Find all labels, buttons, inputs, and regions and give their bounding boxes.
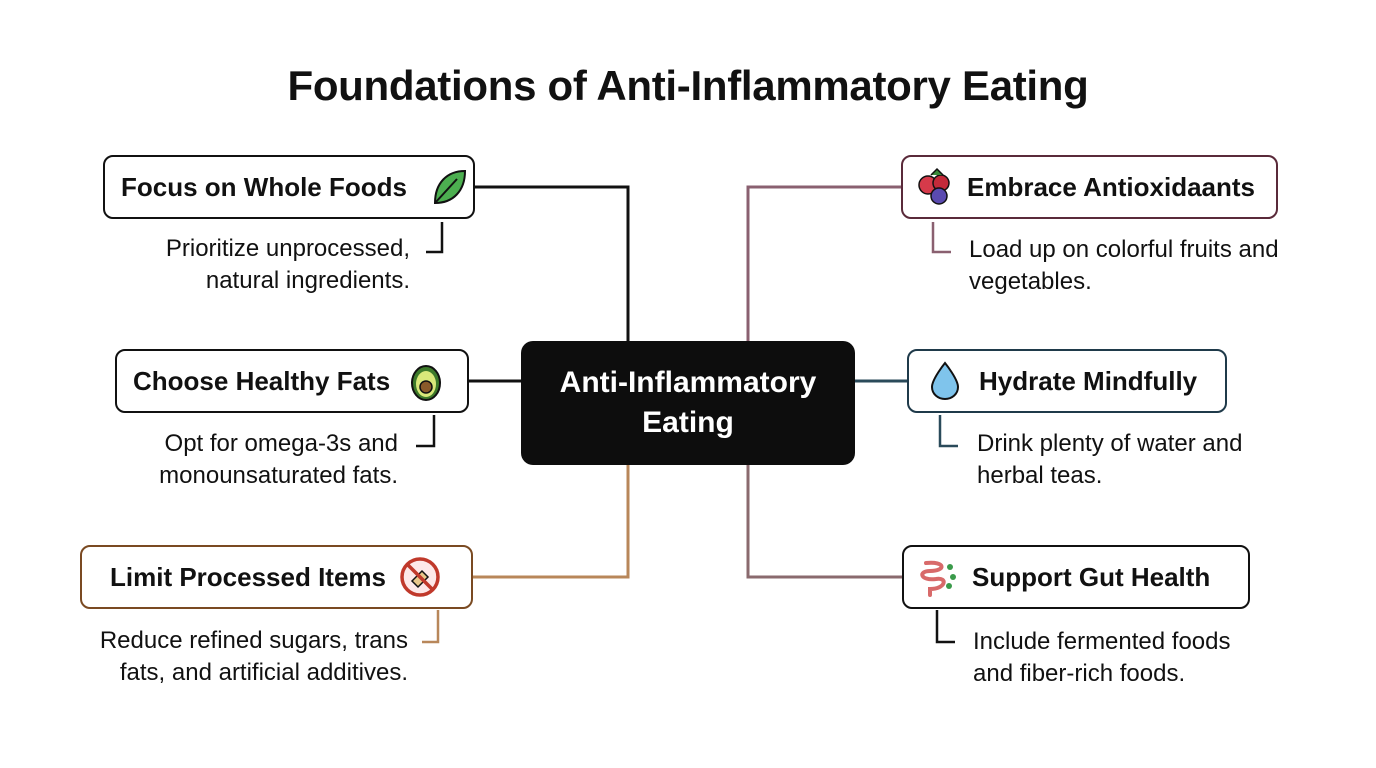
node-processed-label: Limit Processed Items — [110, 561, 386, 592]
connector-gut — [746, 465, 902, 579]
connector-antioxidants — [746, 185, 901, 341]
avocado-icon — [404, 359, 448, 403]
leaf-icon — [427, 165, 471, 209]
connector-antioxidants-desc — [931, 222, 951, 254]
connector-hydrate-desc — [938, 415, 958, 448]
center-label: Anti-Inflammatory Eating — [559, 366, 817, 439]
no-processed-food-icon — [398, 555, 442, 599]
node-antioxidants: Embrace Antioxidaants — [901, 155, 1278, 219]
node-processed: Limit Processed Items — [80, 545, 473, 609]
node-healthy-fats: Choose Healthy Fats — [115, 349, 469, 413]
page-title: Foundations of Anti-Inflammatory Eating — [287, 62, 1089, 109]
node-healthy-fats-label: Choose Healthy Fats — [133, 365, 391, 396]
desc-processed: Reduce refined sugars, trans fats, and a… — [100, 625, 408, 689]
desc-whole-foods-line-1: Prioritize unprocessed, — [165, 235, 410, 262]
connector-processed-desc — [422, 610, 440, 644]
berries-icon — [913, 165, 957, 209]
connector-healthy-fats-desc — [416, 415, 436, 448]
desc-whole-foods-line-2: natural ingredients. — [205, 267, 410, 294]
water-drop-icon — [923, 359, 967, 403]
desc-antioxidants-line-2: vegetables. — [969, 268, 1092, 295]
connector-processed — [473, 465, 630, 579]
desc-healthy-fats: Opt for omega-3s and monounsaturated fat… — [159, 428, 398, 492]
desc-hydrate: Drink plenty of water and herbal teas. — [977, 428, 1242, 492]
node-antioxidants-label: Embrace Antioxidaants — [967, 171, 1256, 202]
desc-hydrate-line-2: herbal teas. — [977, 462, 1103, 489]
desc-healthy-fats-line-1: Opt for omega-3s and — [164, 430, 398, 457]
center-node: Anti-Inflammatory Eating — [521, 341, 855, 465]
connector-whole-foods-desc — [426, 222, 444, 254]
desc-healthy-fats-line-2: monounsaturated fats. — [159, 462, 398, 489]
desc-processed-line-2: fats, and artificial additives. — [119, 659, 408, 686]
node-gut: Support Gut Health — [902, 545, 1250, 609]
desc-gut-line-1: Include fermented foods — [973, 628, 1231, 655]
desc-gut: Include fermented foods and fiber-rich f… — [973, 626, 1231, 690]
node-hydrate-label: Hydrate Mindfully — [979, 365, 1198, 396]
desc-antioxidants-line-1: Load up on colorful fruits and — [969, 236, 1279, 263]
desc-processed-line-1: Reduce refined sugars, trans — [99, 627, 408, 654]
desc-antioxidants: Load up on colorful fruits and vegetable… — [969, 234, 1279, 298]
desc-gut-line-2: and fiber-rich foods. — [973, 660, 1186, 687]
node-gut-label: Support Gut Health — [972, 561, 1211, 592]
node-hydrate: Hydrate Mindfully — [907, 349, 1227, 413]
connector-whole-foods — [475, 185, 630, 341]
connector-gut-desc — [935, 610, 955, 644]
node-whole-foods: Focus on Whole Foods — [103, 155, 475, 219]
node-whole-foods-label: Focus on Whole Foods — [121, 171, 407, 202]
desc-hydrate-line-1: Drink plenty of water and — [977, 430, 1243, 457]
gut-icon — [916, 555, 960, 599]
desc-whole-foods: Prioritize unprocessed, natural ingredie… — [166, 233, 410, 297]
